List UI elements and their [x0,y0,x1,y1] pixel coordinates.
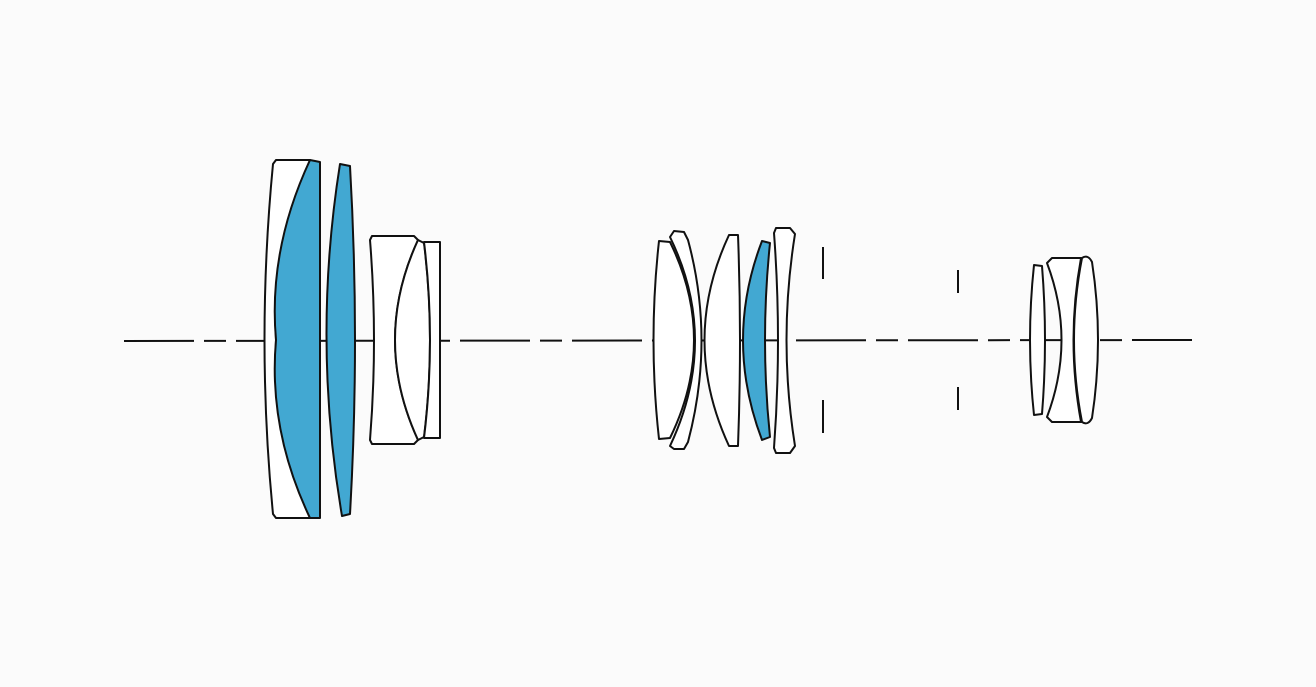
lens-element-3 [325,163,356,517]
lens-element-8 [669,230,703,450]
rear-group [1029,255,1099,425]
lens-element-11 [773,227,796,454]
lens-element-7 [652,240,695,440]
middle-group [652,227,796,454]
lens-element-12 [1029,264,1046,416]
lens-element-9 [703,234,741,447]
front-group [263,159,441,519]
lens-element-14 [1073,255,1099,425]
lens-element-6 [423,241,441,439]
lens-element-2 [273,159,321,519]
lens-element-10 [742,240,771,441]
